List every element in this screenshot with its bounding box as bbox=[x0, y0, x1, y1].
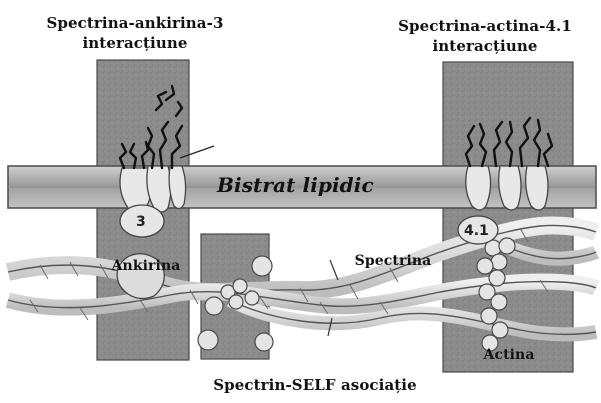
bottom-label: Spectrin-SELF asociație bbox=[190, 376, 440, 394]
title-left-line1: Spectrina-ankirina-3 bbox=[20, 14, 250, 32]
actina-label: Actina bbox=[464, 347, 554, 363]
ankirina-label: Ankirina bbox=[96, 258, 196, 274]
bilayer-label: Bistrat lipidic bbox=[217, 174, 407, 196]
spectrina-label: Spectrina bbox=[343, 253, 443, 269]
title-right-line1: Spectrina-actina-4.1 bbox=[370, 17, 600, 35]
protein-3-label: 3 bbox=[136, 214, 146, 230]
title-left-line2: interacțiune bbox=[20, 34, 250, 52]
title-right-line2: interacțiune bbox=[370, 37, 600, 55]
protein-41-label: 4.1 bbox=[464, 223, 489, 239]
